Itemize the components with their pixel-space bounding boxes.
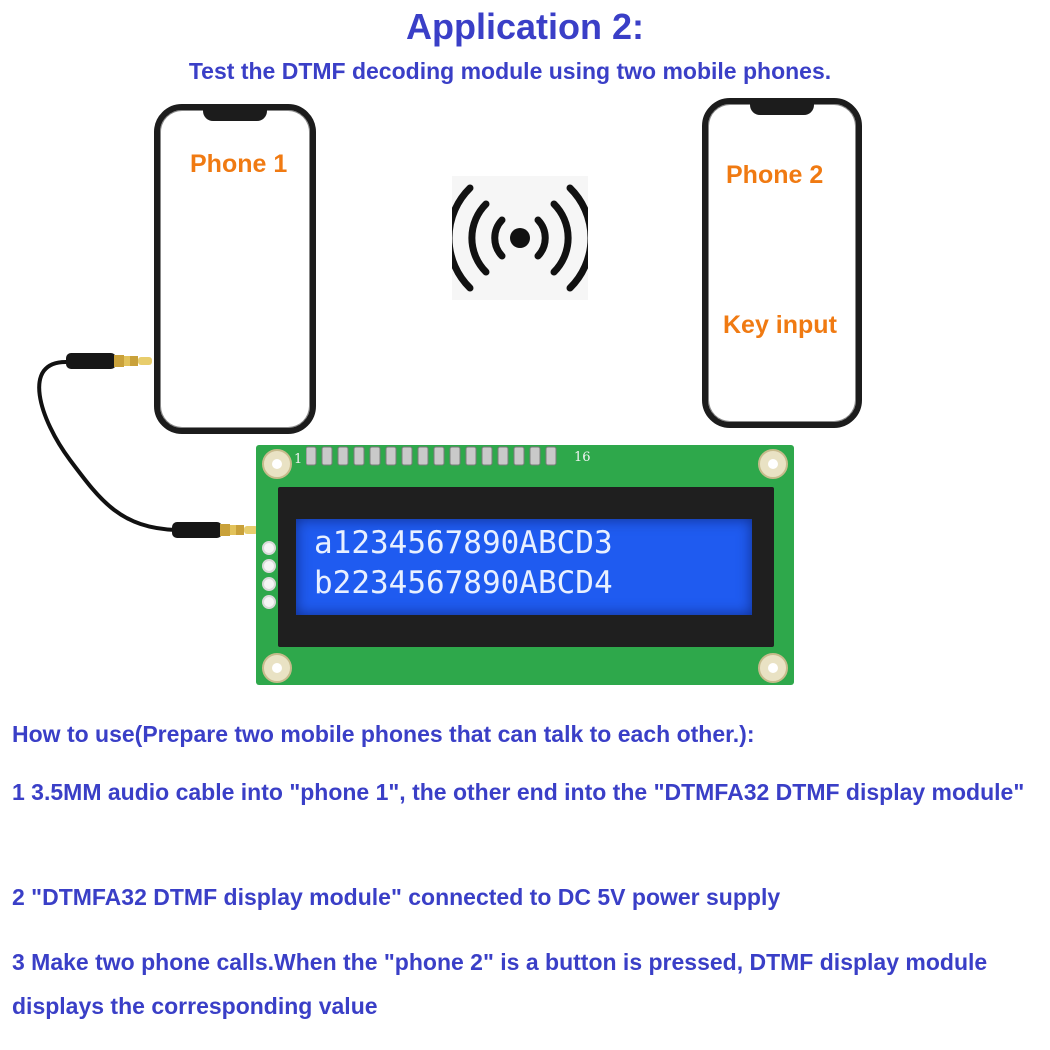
mounting-hole [758, 449, 788, 479]
phone-1-label: Phone 1 [190, 150, 288, 178]
header-pins [306, 446, 557, 466]
phone-1 [154, 104, 316, 434]
phone-1-notch [203, 109, 267, 121]
lcd-display-module: 1 16 a1234567890ABCD3 b2234567890ABCD4 [256, 445, 794, 685]
instruction-step-2: 2 "DTMFA32 DTMF display module" connecte… [12, 884, 781, 910]
mounting-hole [262, 449, 292, 479]
phone-2 [702, 98, 862, 428]
connector-pad [262, 577, 276, 591]
pin-label-last: 16 [574, 450, 591, 465]
lcd-line-1: a1234567890ABCD3 [314, 525, 613, 561]
phone-2-label: Phone 2 [726, 161, 824, 189]
pin-label-first: 1 [294, 452, 303, 467]
lcd-bezel: a1234567890ABCD3 b2234567890ABCD4 [278, 487, 774, 647]
page-title: Application 2: [405, 6, 644, 47]
instruction-step-1: 1 3.5MM audio cable into "phone 1", the … [12, 779, 1025, 805]
phone-2-notch [750, 103, 814, 115]
connector-pad [262, 559, 276, 573]
mounting-hole [262, 653, 292, 683]
instruction-step-3: 3 Make two phone calls.When the "phone 2… [12, 949, 988, 1019]
lcd-screen: a1234567890ABCD3 b2234567890ABCD4 [296, 519, 752, 615]
phone-2-key-input-label: Key input [723, 311, 837, 339]
page-subtitle: Test the DTMF decoding module using two … [188, 58, 832, 84]
instructions-heading: How to use(Prepare two mobile phones tha… [12, 721, 755, 747]
wireless-signal-icon [445, 176, 595, 300]
audio-cable [37, 353, 258, 538]
connector-pad [262, 595, 276, 609]
lcd-line-2: b2234567890ABCD4 [314, 565, 613, 601]
connector-pad [262, 541, 276, 555]
mounting-hole [758, 653, 788, 683]
